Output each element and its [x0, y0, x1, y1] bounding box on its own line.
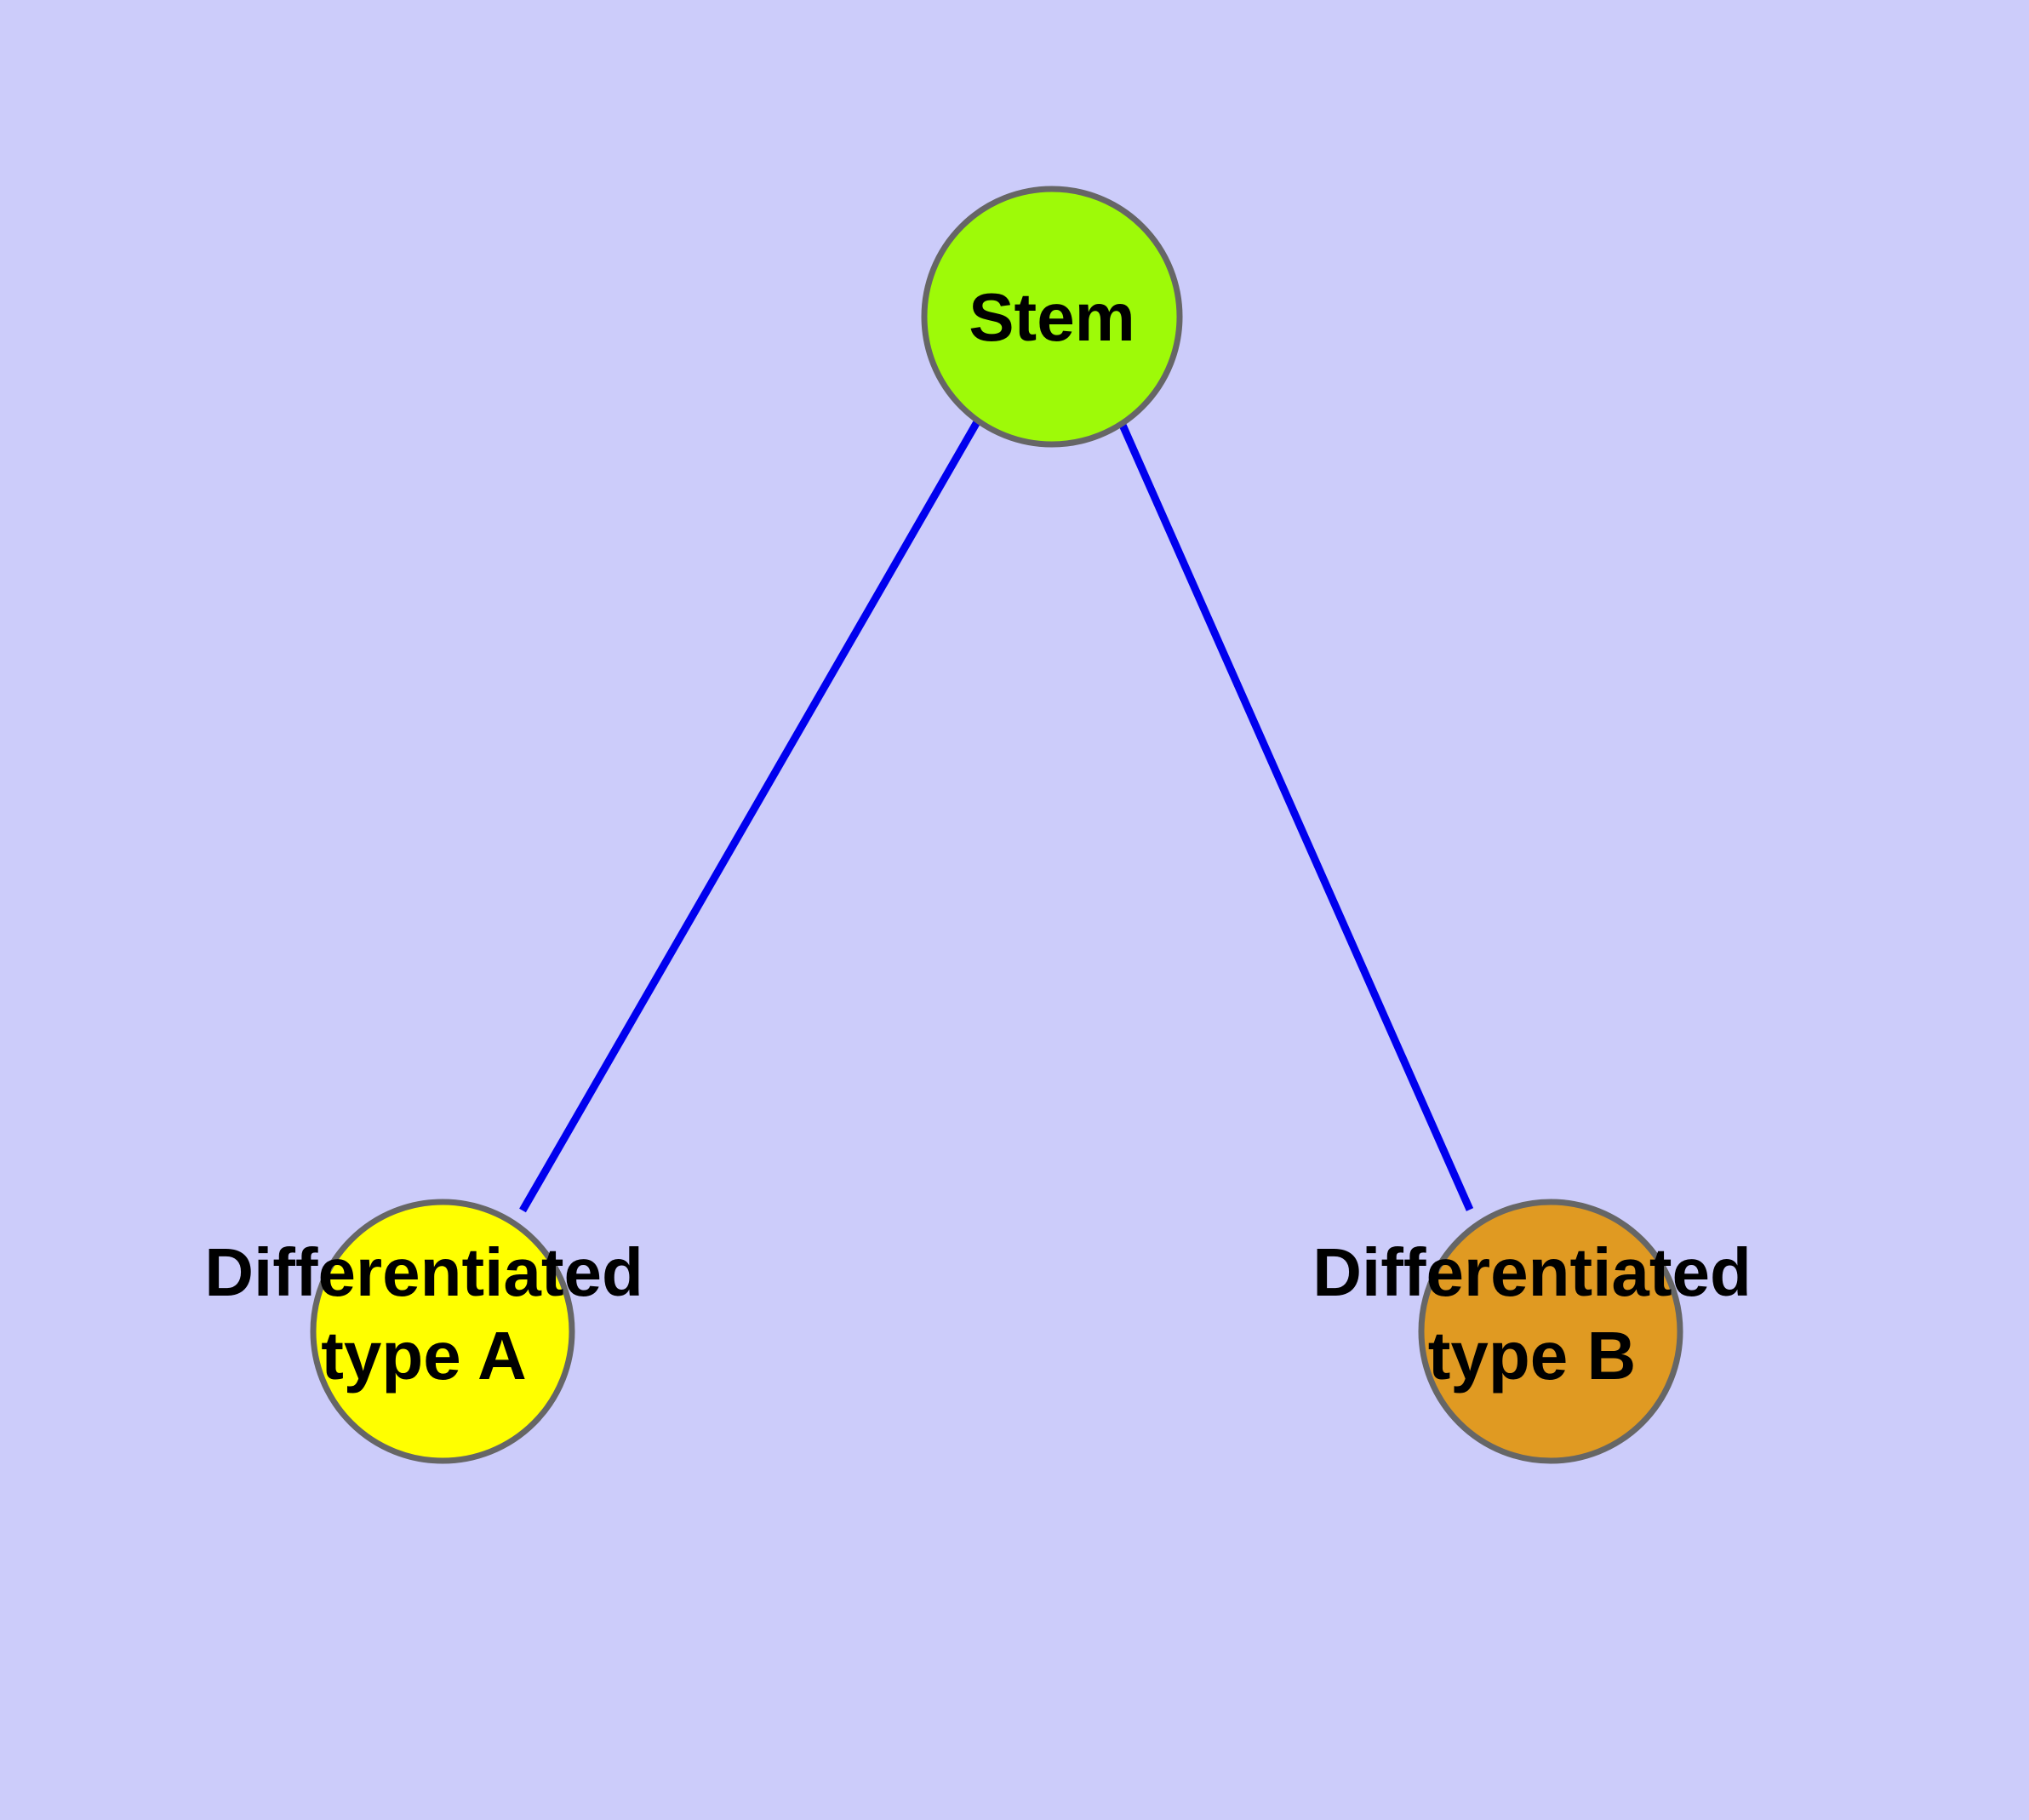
node-diff-a[interactable] [310, 1199, 575, 1464]
node-label-line: type A [321, 1318, 527, 1394]
node-label-line: type B [1428, 1318, 1637, 1394]
node-label-line: Differentiated [204, 1234, 643, 1310]
node-stem[interactable] [921, 186, 1183, 448]
node-label-line: Stem [969, 279, 1135, 355]
edge-stem-diff-b[interactable] [1117, 421, 1474, 1211]
node-label-diff-b: Differentiated type B [1312, 1234, 1752, 1394]
node-label-line: Differentiated [1312, 1234, 1752, 1310]
nodes-group [310, 186, 1683, 1464]
node-diff-b[interactable] [1418, 1199, 1683, 1464]
edge-stem-diff-a[interactable] [519, 418, 981, 1213]
node-label-diff-a: Differentiated type A [204, 1234, 643, 1394]
node-label-stem: Stem [969, 279, 1135, 355]
edges-group [519, 418, 1474, 1213]
